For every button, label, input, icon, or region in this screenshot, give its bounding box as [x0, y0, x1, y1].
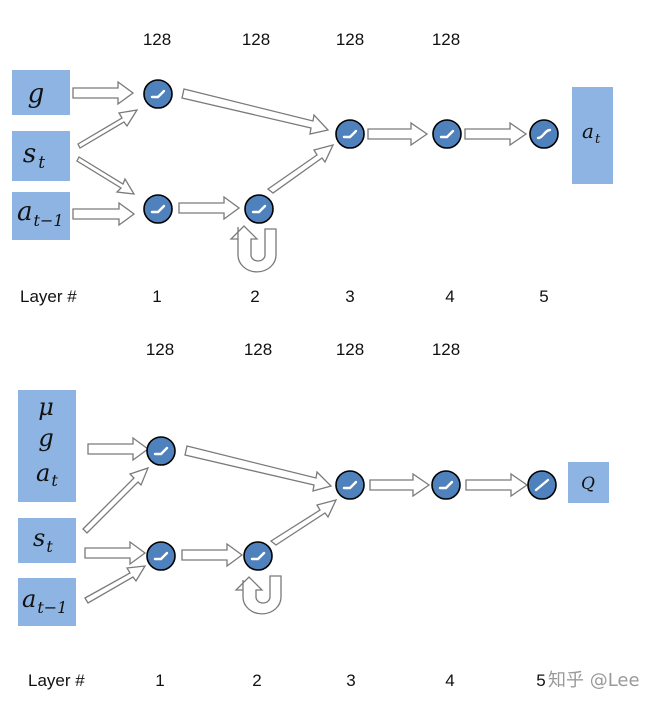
top-output-a: at — [582, 119, 601, 147]
bottom-neurons — [146, 436, 557, 571]
bottom-diagram: 128 128 128 128 μ g at st at−1 Q — [18, 340, 609, 690]
top-neuron-l3 — [335, 119, 365, 149]
arrow-s-to-n1 — [77, 109, 139, 149]
top-layer-2: 2 — [250, 287, 259, 306]
bottom-neuron-l4 — [431, 470, 461, 500]
arrow-s-to-n2 — [76, 156, 136, 195]
top-input-box-g — [12, 70, 70, 115]
bottom-layer-3: 3 — [346, 671, 355, 690]
top-layer-3: 3 — [345, 287, 354, 306]
top-input-box-s — [12, 131, 70, 181]
top-units-layer-2: 128 — [242, 30, 270, 49]
bottom-neuron-l1-b — [146, 541, 176, 571]
arrow-n5-to-n6 — [465, 472, 529, 498]
top-units-layer-4: 128 — [432, 30, 460, 49]
top-units-layer-3: 128 — [336, 30, 364, 49]
bottom-input-box-mu-g-a — [18, 390, 76, 502]
top-output-box — [572, 87, 613, 184]
arrow-n1-to-n3 — [181, 88, 330, 135]
bottom-units-layer-2: 128 — [244, 340, 272, 359]
top-neurons — [143, 79, 559, 224]
recurrent-loop-arrow-top — [229, 225, 277, 273]
arrow-n3-to-n5 — [367, 121, 429, 147]
top-input-box-a-prev — [12, 192, 70, 240]
bottom-layer-caption: Layer # — [28, 671, 85, 690]
top-layer-5: 5 — [539, 287, 548, 306]
bottom-input-box-a-prev — [18, 578, 76, 626]
arrow-g-to-n1 — [72, 80, 135, 106]
bottom-layer-4: 4 — [445, 671, 454, 690]
arrow-s-to-n2 — [84, 540, 147, 566]
arrow-a-to-n2 — [72, 201, 136, 227]
top-neuron-l1-a — [143, 79, 173, 109]
arrow-n3-to-n5 — [369, 472, 431, 498]
top-layer-1: 1 — [152, 287, 161, 306]
bottom-layer-5: 5 — [536, 671, 545, 690]
bottom-layer-2: 2 — [252, 671, 261, 690]
bottom-units-layer-4: 128 — [432, 340, 460, 359]
bottom-neuron-l1-a — [146, 436, 176, 466]
bottom-layer-1: 1 — [155, 671, 164, 690]
arrow-n4-to-n3 — [266, 144, 335, 194]
top-layer-caption: Layer # — [20, 287, 77, 306]
top-arrows — [72, 80, 528, 273]
bottom-input-a: at — [36, 459, 58, 490]
top-layer-4: 4 — [445, 287, 454, 306]
bottom-input-a-prev: at−1 — [22, 585, 67, 617]
bottom-output-box — [568, 462, 609, 503]
bottom-neuron-l3 — [335, 470, 365, 500]
bottom-input-g: g — [38, 424, 53, 452]
bottom-input-mu: μ — [38, 393, 54, 421]
top-neuron-l1-b — [143, 194, 173, 224]
arrow-mga-to-n1 — [87, 436, 150, 462]
arrow-s-to-n1 — [82, 466, 150, 534]
bottom-units-layer-1: 128 — [146, 340, 174, 359]
arrow-n5-to-n6 — [464, 121, 528, 147]
arrow-aprev-to-n2 — [84, 565, 147, 604]
arrow-n2-to-n4 — [178, 195, 241, 221]
bottom-units-layer-3: 128 — [336, 340, 364, 359]
bottom-arrows — [82, 436, 529, 615]
bottom-input-box-s — [18, 518, 76, 563]
bottom-neuron-l2 — [243, 541, 273, 571]
top-neuron-l4 — [432, 119, 462, 149]
top-input-a-prev: at−1 — [17, 197, 64, 230]
top-neuron-l2 — [244, 194, 274, 224]
watermark: 知乎 @Lee — [548, 670, 640, 691]
arrow-n2-to-n4 — [181, 542, 244, 568]
top-units-layer-1: 128 — [143, 30, 171, 49]
bottom-input-s: st — [33, 524, 53, 556]
arrow-n4-to-n3 — [269, 499, 338, 546]
arrow-n1-to-n3 — [184, 445, 333, 492]
top-input-g: g — [28, 79, 45, 109]
bottom-output-q: Q — [581, 474, 595, 494]
recurrent-loop-arrow-bottom — [234, 575, 282, 615]
